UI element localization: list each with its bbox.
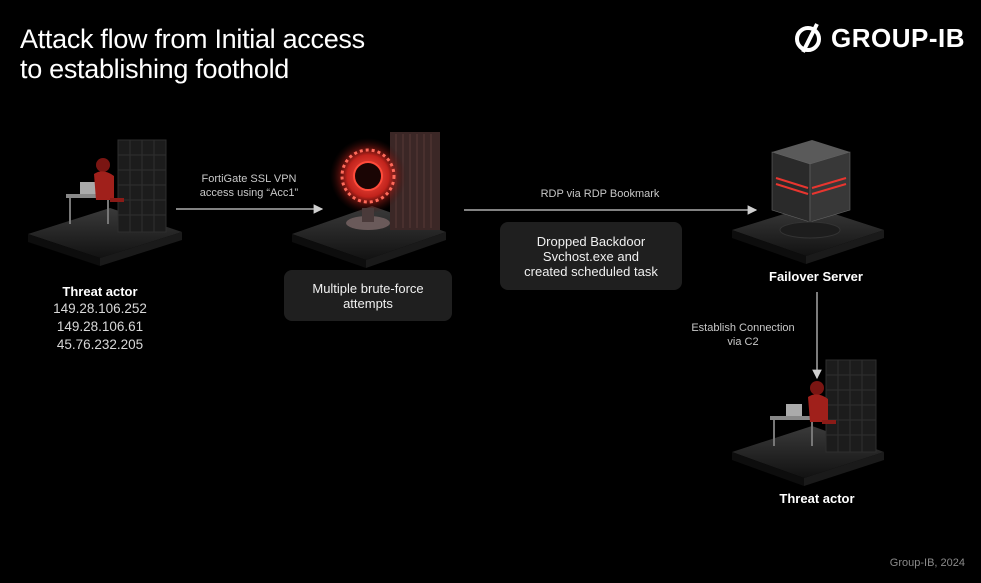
c2-label-line-1: Establish Connection [691, 322, 795, 334]
vpn-access-label: FortiGate SSL VPN access using “Acc1” [176, 172, 322, 200]
brute-force-box: Multiple brute-force attempts [284, 270, 452, 321]
c2-label: Establish Connection via C2 [680, 321, 806, 349]
ip-address: 45.76.232.205 [56, 337, 144, 352]
vpn-label-line-2: access using “Acc1” [199, 187, 299, 199]
c2-label-line-2: via C2 [727, 336, 759, 348]
brute-force-line-2: attempts [343, 295, 393, 311]
threat-actor-2-illustration [732, 359, 884, 486]
title-line-1: Attack flow from Initial access [20, 24, 365, 54]
group-ib-logo: GROUP-IB [793, 22, 965, 54]
ip-address: 149.28.106.252 [53, 301, 147, 316]
rdp-label: RDP via RDP Bookmark [540, 188, 660, 200]
backdoor-callout-box: Dropped Backdoor Svchost.exe and created… [500, 222, 682, 290]
logo-text: GROUP-IB [831, 22, 965, 53]
failover-server-label: Failover Server [769, 269, 863, 284]
group-ib-logo-icon [795, 23, 821, 53]
page-title: Attack flow from Initial access to estab… [20, 24, 365, 84]
ip-address: 149.28.106.61 [56, 319, 144, 334]
threat-actor-1-illustration [28, 139, 182, 266]
brute-force-line-1: Multiple brute-force [312, 280, 424, 296]
callout-line-1: Dropped Backdoor [536, 233, 646, 249]
failover-server-illustration [732, 140, 884, 264]
vpn-label-line-1: FortiGate SSL VPN [201, 173, 297, 185]
footer-credit: Group-IB, 2024 [889, 557, 965, 569]
threat-actor-2-label: Threat actor [779, 491, 855, 506]
vpn-brute-force-illustration [292, 132, 446, 268]
threat-actor-ip-list: 149.28.106.252 149.28.106.61 45.76.232.2… [30, 300, 170, 354]
title-line-2: to establishing foothold [20, 54, 289, 84]
callout-line-3: created scheduled task [524, 263, 658, 279]
callout-line-2: Svchost.exe and [542, 248, 640, 264]
threat-actor-1-label: Threat actor [62, 284, 138, 299]
